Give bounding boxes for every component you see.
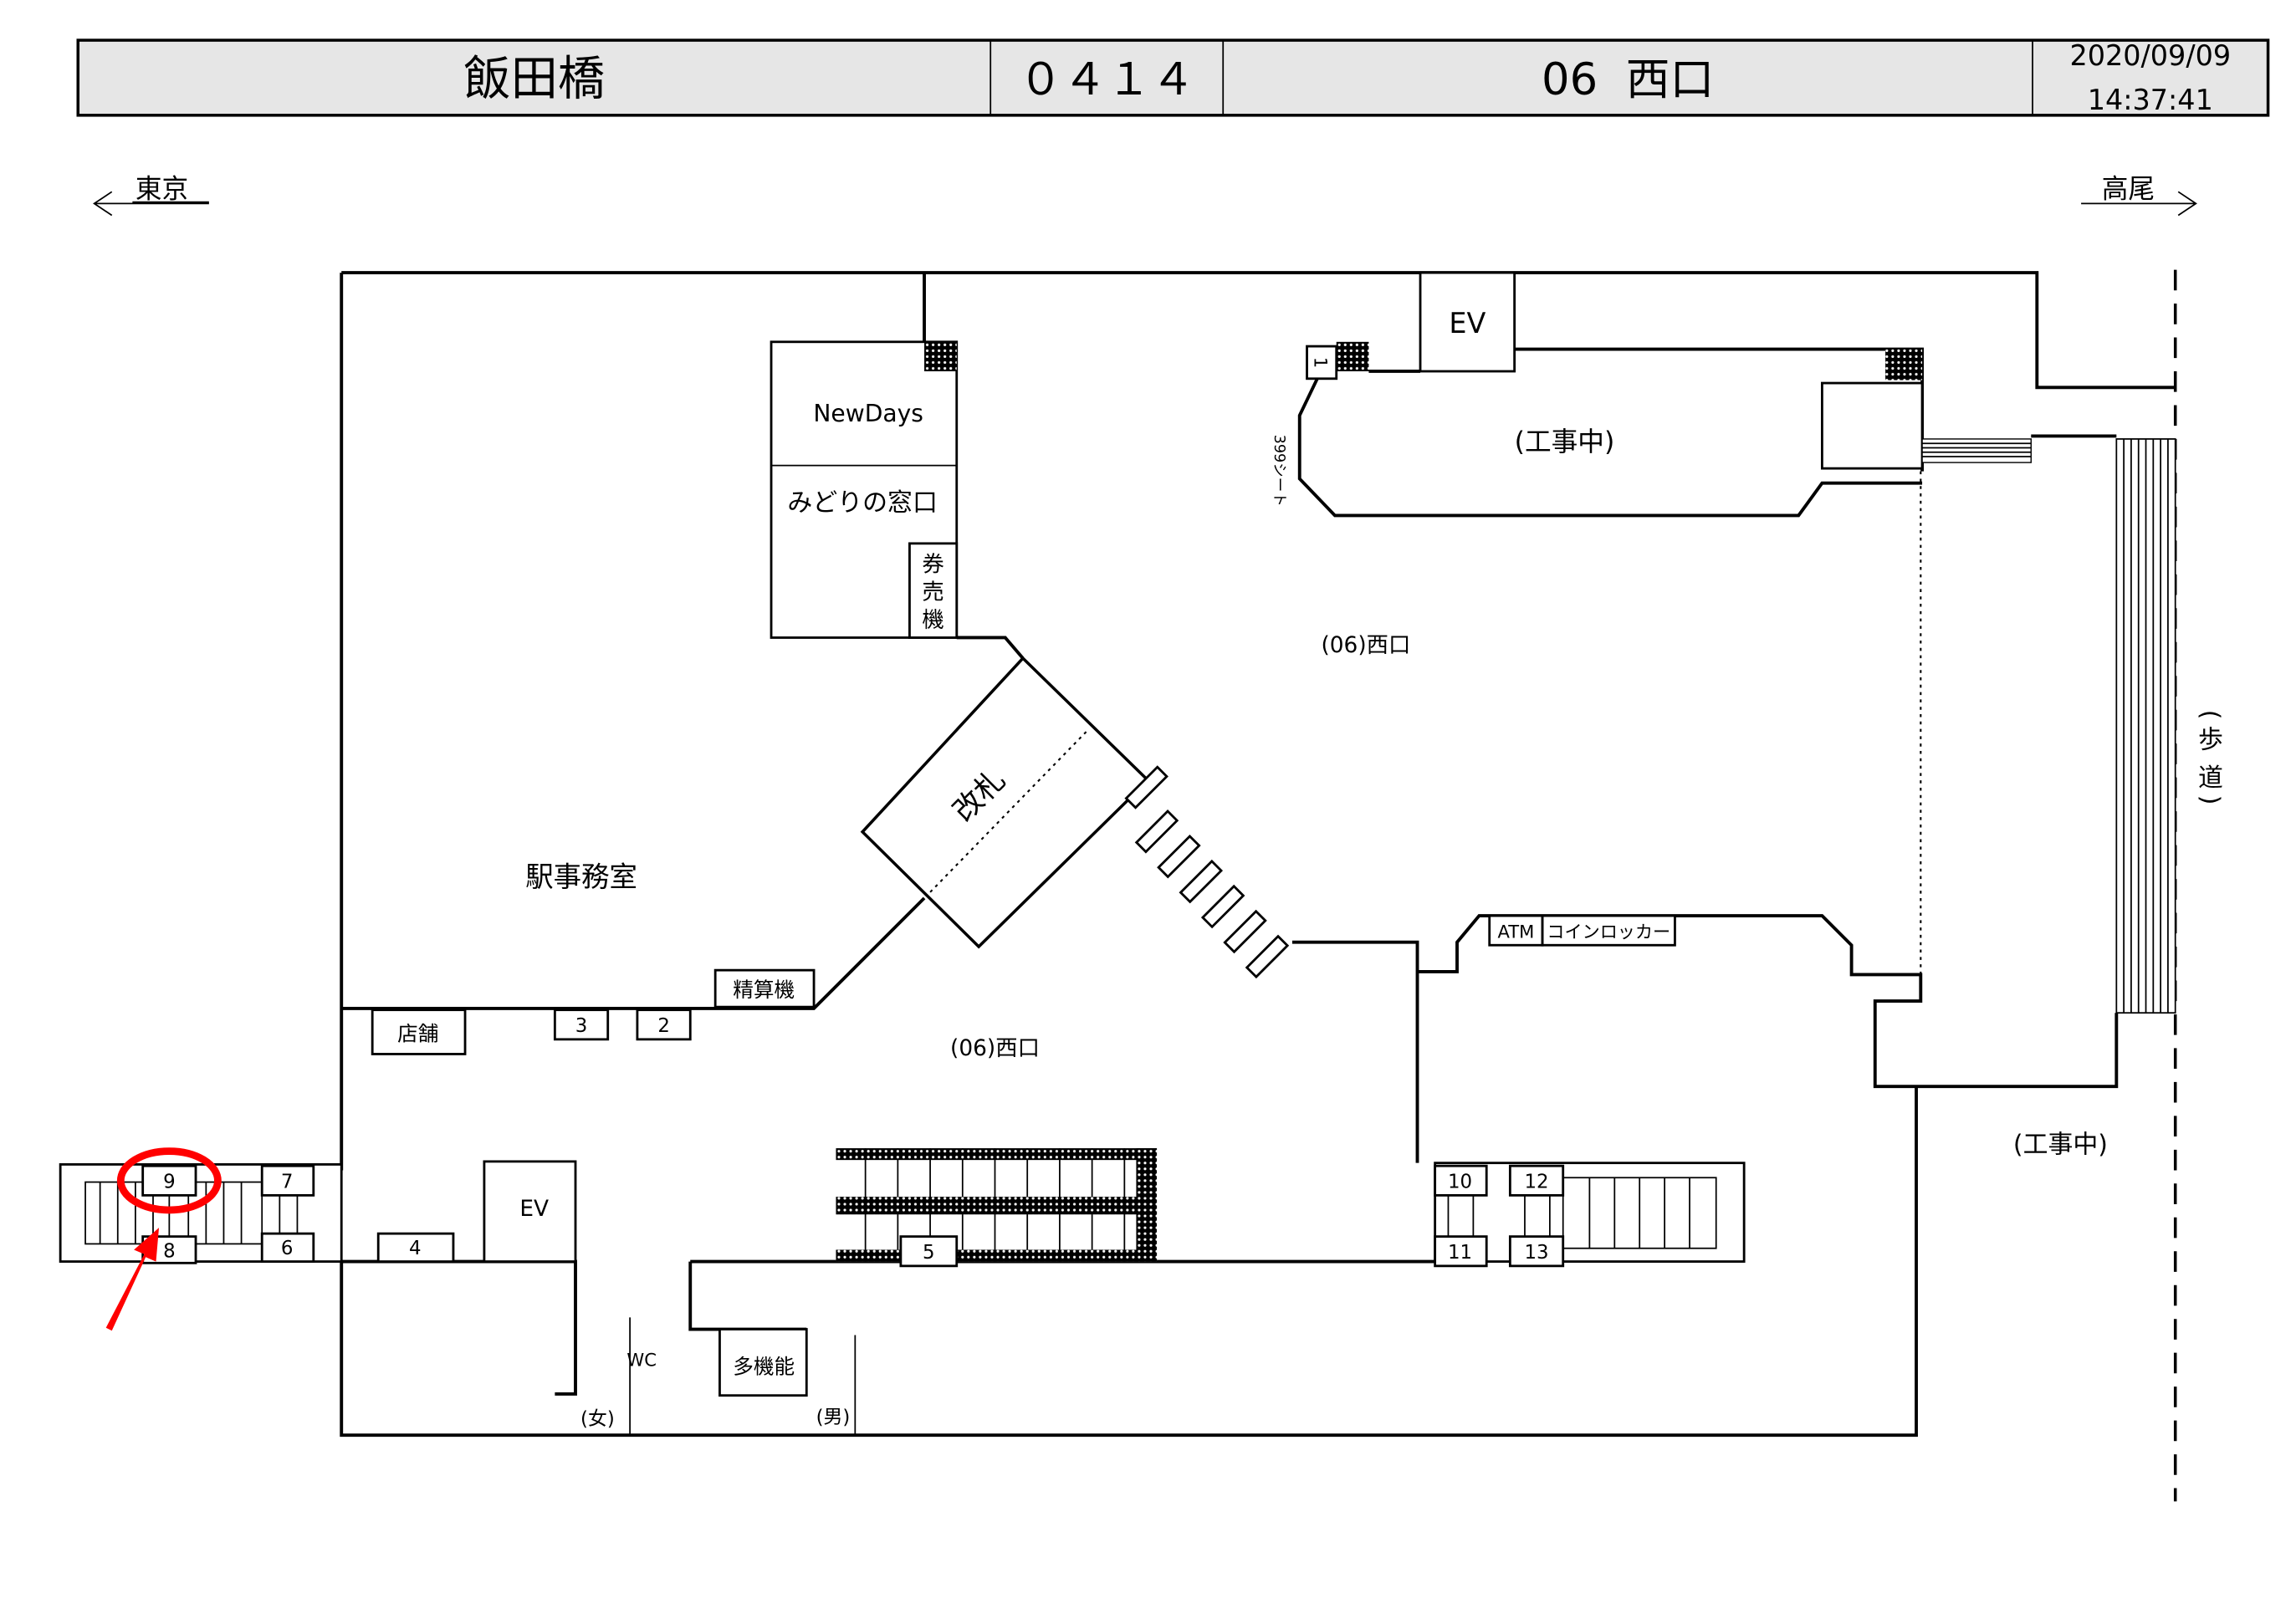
direction-right-label: 高尾 [2102,174,2155,204]
exit-name: 06 西口 [1542,54,1714,105]
newdays-label: NewDays [813,400,923,427]
exit-7[interactable]: 7 [281,1172,294,1193]
office-label: 駅事務室 [525,861,637,893]
construction-upper-label: (工事中) [1515,427,1615,457]
exit-11[interactable]: 11 [1448,1242,1472,1264]
west-exit-lower-label: (06)西口 [950,1036,1040,1061]
sidewalk-char: 道 [2198,763,2223,793]
sidewalk-char: ( [2195,710,2224,720]
highlight-exit-9 [105,1147,222,1331]
station-name: 飯田橋 [463,52,605,106]
diagonal-stairs [1124,765,1290,979]
time: 14:37:41 [2088,84,2213,116]
west-exit-upper-label: (06)西口 [1321,633,1410,658]
atm-label: ATM [1497,921,1534,942]
men-label: (男) [816,1407,851,1428]
exit-6[interactable]: 6 [281,1238,294,1259]
stairs-center [836,1148,1158,1262]
ticket-machine-label-1: 券 [922,552,943,577]
highlight-circle [116,1147,222,1214]
locker-label: コインロッカー [1547,921,1670,942]
exit-5[interactable]: 5 [923,1242,935,1264]
shop-label: 店舗 [397,1022,438,1046]
ev-top-label: EV [1449,307,1485,340]
exit-4[interactable]: 4 [409,1238,422,1259]
red-arrow-icon [105,1228,160,1331]
exit-12[interactable]: 12 [1524,1172,1548,1193]
exit-13[interactable]: 13 [1524,1242,1548,1264]
direction-right: 高尾 [2081,174,2197,217]
ticket-machine-label-3: 機 [922,608,943,633]
date: 2020/09/09 [2069,39,2231,72]
ev-bottom-label: EV [519,1197,549,1222]
direction-left: 東京 [93,174,209,217]
upper-construction-area: EV (工事中) 399シート [1271,271,2176,1014]
sidewalk-char: ) [2195,795,2224,805]
direction-left-label: 東京 [136,174,188,204]
seat-label: 399シート [1271,435,1287,507]
station-code: ０４１４ [1019,54,1195,105]
stairs-upper-right [1921,438,2176,1014]
ticket-machine-label-2: 売 [922,580,943,605]
multi-toilet-label: 多機能 [733,1354,795,1378]
exit-8[interactable]: 8 [163,1240,176,1262]
fare-adjust-label: 精算機 [733,978,795,1002]
exit-2[interactable]: 2 [657,1015,670,1037]
construction-right-label: (工事中) [2013,1130,2108,1159]
sidewalk-label: ( 歩 道 ) [2195,710,2224,805]
exit-3[interactable]: 3 [575,1015,588,1037]
exit-10[interactable]: 10 [1448,1172,1472,1193]
midori-label: みどりの窓口 [787,488,937,518]
wc-label: WC [626,1349,657,1370]
ticket-gate: 改札 [860,656,1151,949]
women-label: (女) [580,1408,615,1430]
exit-numbers: 1 2 3 4 5 6 7 8 9 10 11 12 13 [141,345,1565,1268]
exit-9[interactable]: 9 [163,1172,176,1193]
header-bar: 飯田橋 ０４１４ 06 西口 2020/09/09 14:37:41 [76,38,2270,117]
exit-1[interactable]: 1 [1310,357,1331,368]
walls [340,269,2177,1502]
sidewalk-char: 歩 [2198,725,2223,754]
newdays-block: NewDays みどりの窓口 券 売 機 [770,340,959,639]
